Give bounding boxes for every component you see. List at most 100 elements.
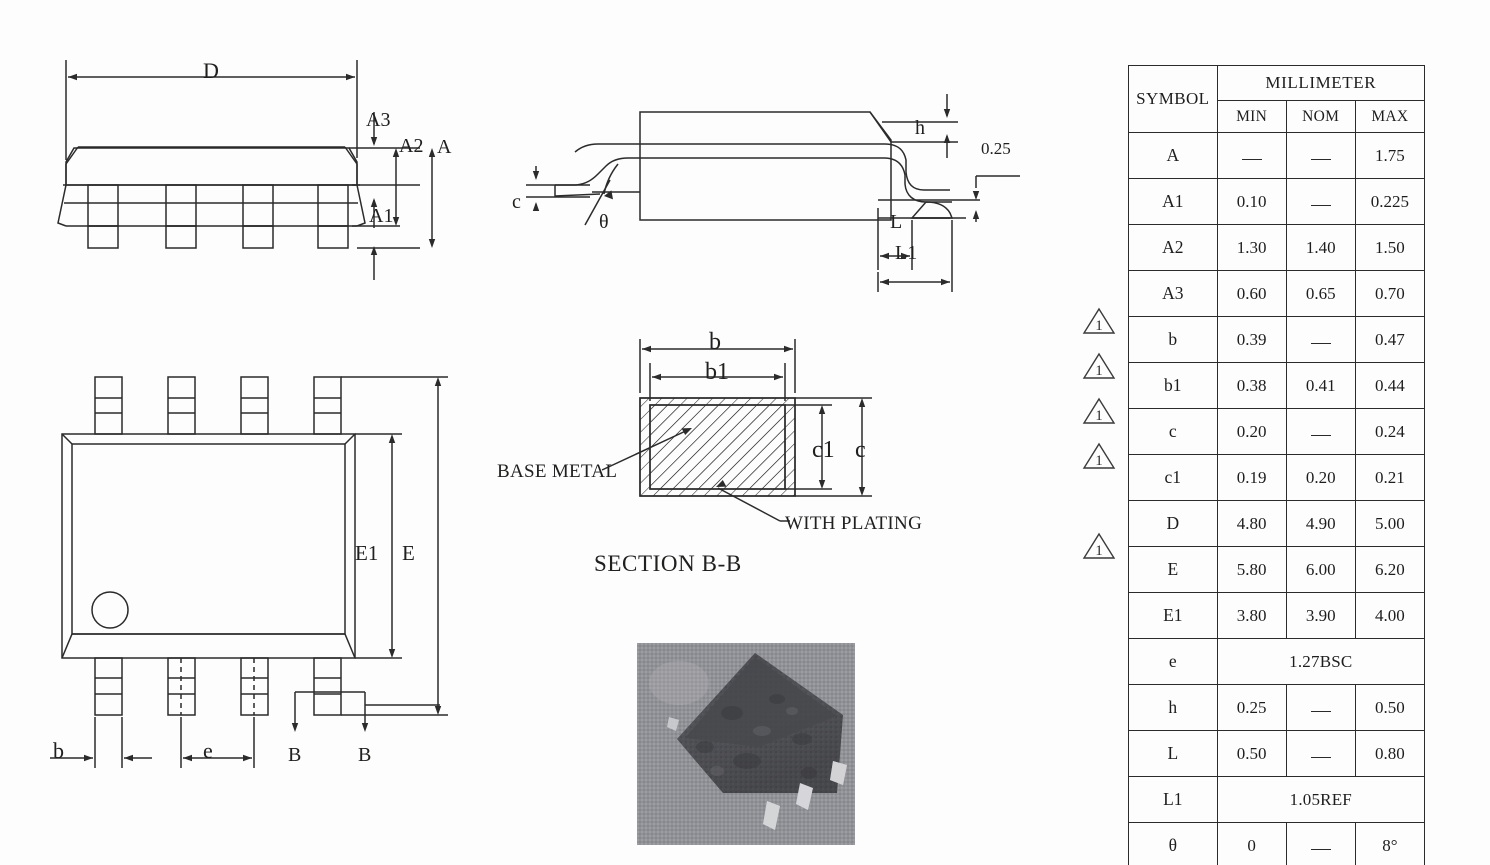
section-dim-label-b: b [709,329,721,355]
cell-symbol: A1 [1128,178,1218,225]
cell-min: 3.80 [1216,592,1287,639]
cell-nom: 4.90 [1285,500,1356,547]
table-row: A 1.75 [1128,132,1426,179]
dash-mark [1310,342,1331,344]
section-dim-label-c: c [855,437,866,463]
side-dim-label-h: h [915,117,925,139]
cell-min: 0.20 [1216,408,1287,455]
table-header-row-2: MIN NOM MAX [1129,100,1426,133]
cell-symbol: b1 [1128,362,1218,409]
svg-text:1: 1 [1095,318,1103,334]
cell-max: 0.21 [1354,454,1426,501]
package-photograph [637,643,855,845]
front-dim-label-a: A [437,136,452,158]
front-elevation-view [57,60,436,280]
cell-max: 0.80 [1354,730,1426,777]
cell-nom: 0.20 [1285,454,1356,501]
cell-max: 8° [1354,822,1426,865]
cell-symbol: L1 [1128,776,1218,823]
cell-symbol: E1 [1128,592,1218,639]
cell-nom [1285,316,1356,363]
front-dim-label-a3: A3 [366,109,391,131]
cell-min: 1.30 [1216,224,1287,271]
cell-symbol: A3 [1128,270,1218,317]
cell-nom [1285,132,1356,179]
cell-merged-value: 1.27BSC [1216,638,1426,685]
cell-symbol: A [1128,132,1218,179]
cell-max: 0.70 [1354,270,1426,317]
cell-symbol: e [1128,638,1218,685]
cell-min: 0.10 [1216,178,1287,225]
svg-text:1: 1 [1095,363,1103,379]
svg-text:1: 1 [1095,543,1103,559]
cell-nom: 0.41 [1285,362,1356,409]
dash-mark [1310,848,1331,850]
note-marker-b1: 1 [1082,351,1116,381]
note-marker-d: 1 [1082,441,1116,471]
cell-min: 0.60 [1216,270,1287,317]
cell-symbol: h [1128,684,1218,731]
section-bb-view [601,339,872,522]
header-max: MAX [1354,100,1426,133]
section-mark-b-left: B [288,744,302,766]
top-dim-label-b: b [53,738,64,763]
cell-max: 6.20 [1354,546,1426,593]
cell-nom: 6.00 [1285,546,1356,593]
callout-base-metal: BASE METAL [497,461,618,482]
header-symbol: SYMBOL [1128,65,1218,133]
cell-max: 0.24 [1354,408,1426,455]
front-dim-label-a1: A1 [369,205,394,227]
dash-mark [1310,158,1331,160]
dash-mark [1310,204,1331,206]
cell-max: 0.47 [1354,316,1426,363]
header-nom: NOM [1285,100,1356,133]
callout-with-plating: WITH PLATING [785,513,923,534]
section-mark-b-right: B [358,744,372,766]
note-marker-b: 1 [1082,306,1116,336]
dash-mark [1310,434,1331,436]
side-dim-label-l: L [890,211,903,233]
cell-min: 4.80 [1216,500,1287,547]
side-lead-detail-view [526,94,1020,292]
cell-max: 0.50 [1354,684,1426,731]
cell-nom [1285,408,1356,455]
cell-max: 0.225 [1354,178,1426,225]
cell-nom: 3.90 [1285,592,1356,639]
cell-max: 5.00 [1354,500,1426,547]
section-dim-label-b1: b1 [705,359,729,385]
cell-min: 0.38 [1216,362,1287,409]
note-marker-e1: 1 [1082,531,1116,561]
cell-nom [1285,178,1356,225]
cell-merged-value: 1.05REF [1216,776,1426,823]
cell-symbol: c1 [1128,454,1218,501]
top-dim-label-e: E [402,541,415,565]
cell-nom: 0.65 [1285,270,1356,317]
section-bb-title: SECTION B-B [594,551,742,576]
cell-nom [1285,684,1356,731]
header-millimeter: MILLIMETER [1216,65,1426,101]
dash-mark [1241,158,1262,160]
cell-min: 0.19 [1216,454,1287,501]
front-dim-label-d: D [203,58,219,83]
cell-max: 1.75 [1354,132,1426,179]
cell-max: 0.44 [1354,362,1426,409]
header-min: MIN [1216,100,1287,133]
top-plan-view [50,376,448,768]
cell-max: 4.00 [1354,592,1426,639]
cell-symbol: D [1128,500,1218,547]
note-marker-c: 1 [1082,396,1116,426]
cell-symbol: E [1128,546,1218,593]
front-dim-label-a2: A2 [399,135,424,157]
